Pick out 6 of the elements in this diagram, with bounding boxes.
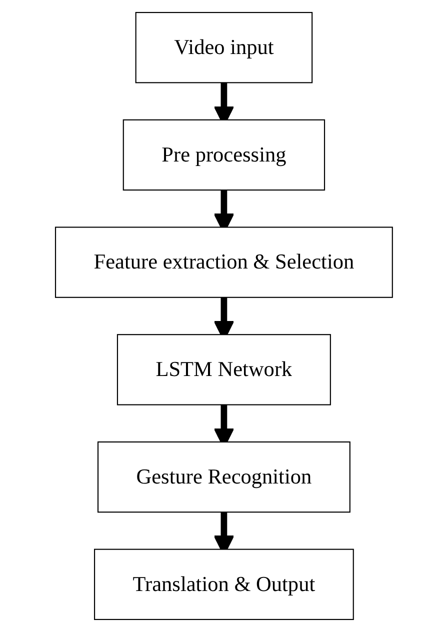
node-box: LSTM Network [117,334,331,406]
node-box: Gesture Recognition [98,441,350,513]
node-box: Pre processing [122,119,326,191]
node-box: Feature extraction & Selection [55,226,393,298]
node-box: Video input [135,12,313,84]
node-box: Translation & Output [94,548,354,620]
